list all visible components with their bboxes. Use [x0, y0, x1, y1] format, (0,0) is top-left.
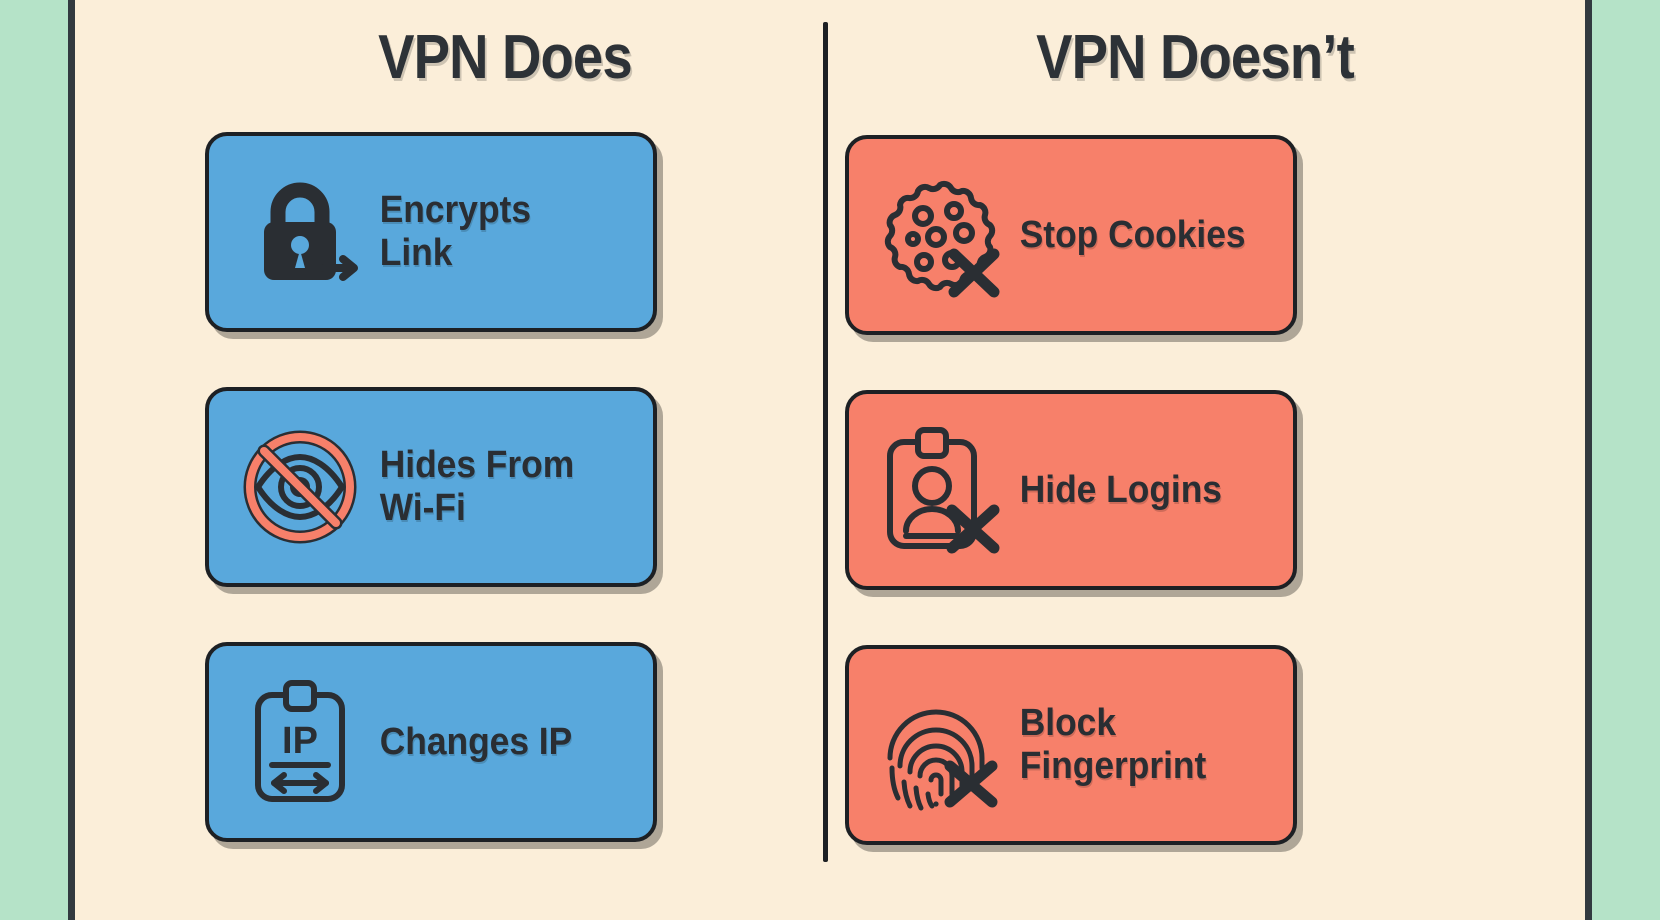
- cookie-x-icon: [877, 165, 1003, 305]
- card-hide-logins[interactable]: Hide Logins: [845, 390, 1297, 590]
- left-side-panel: [0, 0, 68, 920]
- column-title-vpn-doesnt: VPN Doesn’t: [1036, 23, 1355, 92]
- card-changes-ip[interactable]: IP Changes IP: [205, 642, 657, 842]
- card-stop-cookies[interactable]: Stop Cookies: [845, 135, 1297, 335]
- ip-badge-icon: IP: [237, 672, 363, 812]
- right-border-rule: [1585, 0, 1592, 920]
- card-list-vpn-doesnt: Stop Cookies: [845, 135, 1545, 900]
- column-vpn-doesnt: VPN Doesn’t: [845, 0, 1545, 920]
- column-divider: [823, 22, 828, 862]
- card-label-changes-ip: Changes IP: [379, 720, 573, 763]
- card-label-hide-logins: Hide Logins: [1019, 468, 1222, 511]
- left-border-rule: [68, 0, 75, 920]
- svg-text:IP: IP: [282, 720, 318, 762]
- eye-blocked-icon: [237, 417, 363, 557]
- padlock-arrow-icon: [237, 162, 363, 302]
- id-badge-x-icon: [877, 420, 1003, 560]
- fingerprint-x-icon: [877, 675, 1003, 815]
- card-label-stop-cookies: Stop Cookies: [1019, 213, 1246, 256]
- right-side-panel: [1592, 0, 1660, 920]
- column-title-vpn-does: VPN Does: [378, 23, 633, 92]
